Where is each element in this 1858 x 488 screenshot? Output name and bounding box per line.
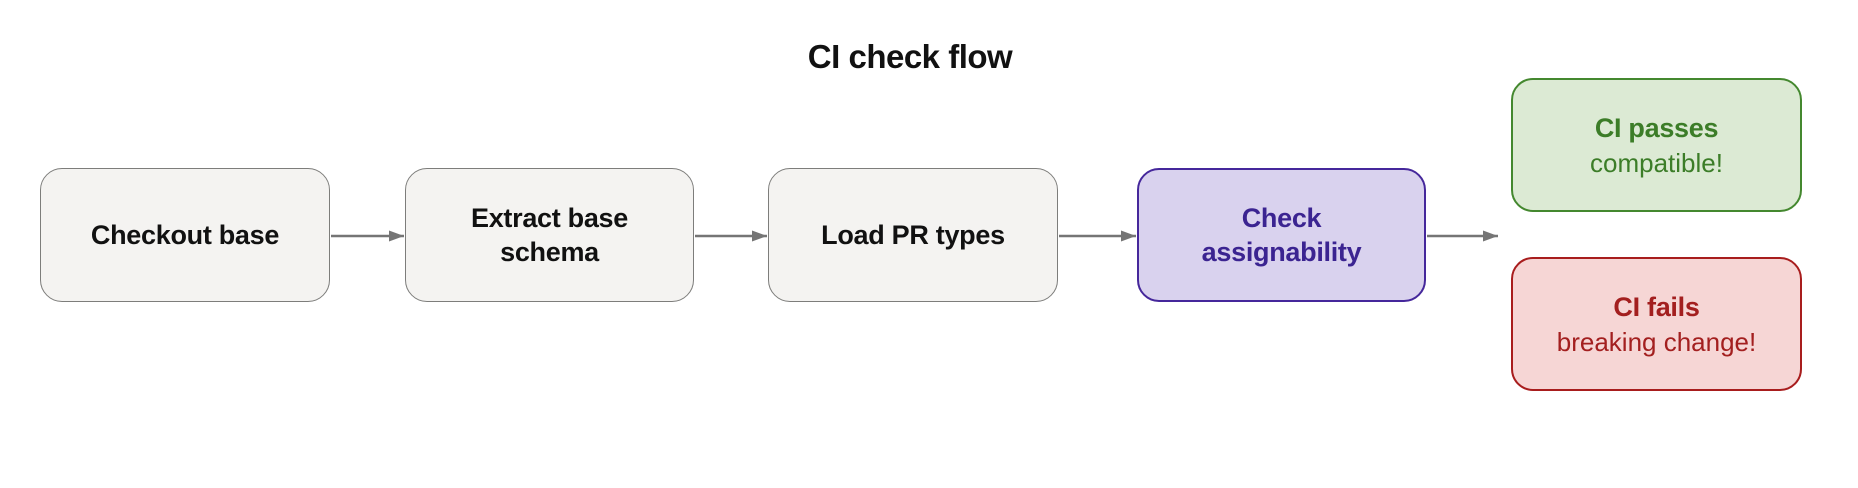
node-extract-base-schema-label: Extract base schema [471, 203, 628, 267]
node-ci-passes: CI passes compatible! [1511, 78, 1802, 212]
node-check-assignability: Check assignability [1137, 168, 1426, 302]
diagram-title: CI check flow [807, 38, 1013, 75]
node-checkout-base-label: Checkout base [90, 220, 280, 250]
node-ci-passes-label: CI passes [1594, 113, 1719, 143]
node-ci-fails: CI fails breaking change! [1511, 257, 1802, 391]
node-extract-base-schema: Extract base schema [405, 168, 694, 302]
node-ci-fails-sublabel: breaking change! [1556, 327, 1757, 357]
node-load-pr-types-label: Load PR types [821, 220, 1005, 250]
node-ci-passes-sublabel: compatible! [1590, 148, 1723, 178]
node-ci-fails-label: CI fails [1613, 292, 1700, 322]
node-load-pr-types: Load PR types [768, 168, 1058, 302]
node-checkout-base: Checkout base [40, 168, 330, 302]
node-check-assignability-label: Check assignability [1201, 203, 1362, 267]
